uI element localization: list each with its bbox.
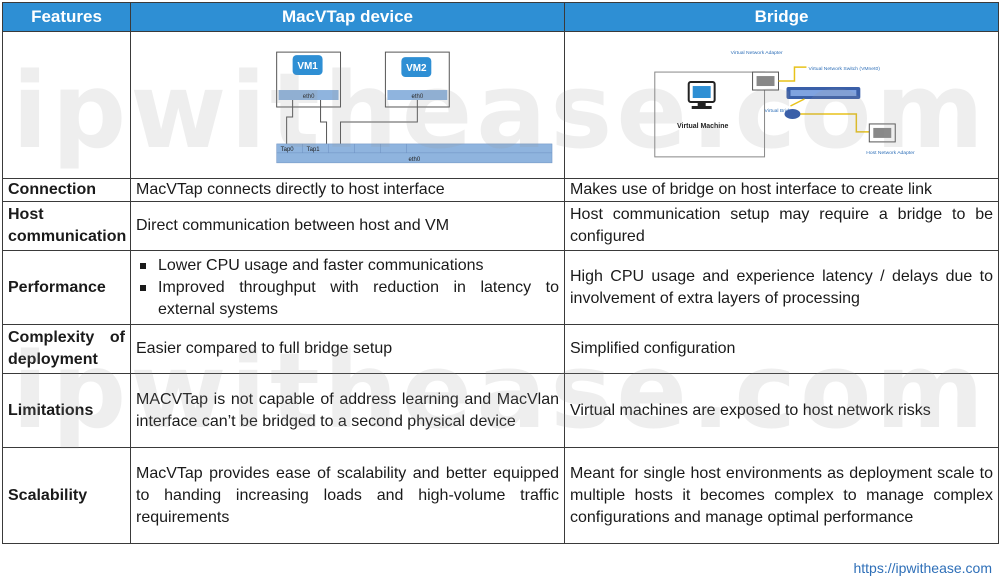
vm-screen-icon: [692, 86, 711, 99]
vm-stand-icon: [697, 101, 706, 106]
macvtap-diagram: VM1 VM2 eth0 eth0 Tap0 Tap1 eth0: [276, 51, 553, 164]
bridge-scalability: Meant for single host environments as de…: [564, 447, 999, 544]
bridge-diagram-cell: Virtual Machine Virtual Network Adapter …: [564, 31, 999, 179]
tap1-label: Tap1: [307, 147, 321, 153]
bridge-to-host-link: [800, 113, 870, 133]
diagram-empty-cell: [2, 31, 131, 179]
vm-base-icon: [691, 105, 712, 109]
row-host-communication: Host communication Direct communication …: [2, 201, 999, 251]
comparison-table: Features MacVTap device Bridge VM1 VM2 e…: [2, 2, 999, 544]
vm2-eth0-label: eth0: [412, 94, 424, 100]
host-nic-chip-icon: [873, 127, 892, 138]
vm1-eth0-bar: [278, 90, 339, 101]
macvtap-diagram-cell: VM1 VM2 eth0 eth0 Tap0 Tap1 eth0: [130, 31, 565, 179]
vm1-eth0-label: eth0: [303, 94, 315, 100]
list-item: Lower CPU usage and faster communication…: [140, 255, 559, 277]
bridge-limitations: Virtual machines are exposed to host net…: [564, 373, 999, 448]
bridge-complexity: Simplified configuration: [564, 324, 999, 374]
vm2-label: VM2: [406, 63, 427, 74]
row-limitations: Limitations MACVTap is not capable of ad…: [2, 373, 999, 448]
row-complexity: Complexity of deployment Easier compared…: [2, 324, 999, 374]
tap0-label: Tap0: [281, 147, 295, 153]
vm2-eth0-bar: [387, 90, 448, 101]
list-item: Improved throughput with reduction in la…: [140, 277, 559, 321]
feature-scalability: Scalability: [2, 447, 131, 544]
switch-to-bridge-link: [790, 98, 805, 107]
diagram-row: VM1 VM2 eth0 eth0 Tap0 Tap1 eth0: [2, 31, 999, 179]
vm1-label: VM1: [297, 61, 318, 72]
performance-bullet-list: Lower CPU usage and faster communication…: [136, 255, 559, 321]
virtual-switch-ports-icon: [790, 90, 857, 97]
header-bridge: Bridge: [564, 2, 999, 32]
virtual-bridge-icon: [784, 108, 801, 119]
macvtap-complexity: Easier compared to full bridge setup: [130, 324, 565, 374]
virtual-nic-chip-icon: [756, 76, 775, 87]
header-features: Features: [2, 2, 131, 32]
row-scalability: Scalability MacVTap provides ease of sca…: [2, 447, 999, 544]
footer-url[interactable]: https://ipwithease.com: [853, 560, 992, 576]
row-connection: Connection MacVTap connects directly to …: [2, 178, 999, 202]
feature-complexity: Complexity of deployment: [2, 324, 131, 374]
header-macvtap: MacVTap device: [130, 2, 565, 32]
host-network-adapter-label: Host Network Adapter: [866, 150, 915, 156]
macvtap-scalability: MacVTap provides ease of scalability and…: [130, 447, 565, 544]
vm1-link: [286, 100, 294, 144]
vm2-link: [340, 100, 418, 144]
feature-connection: Connection: [2, 178, 131, 202]
macvtap-performance: Lower CPU usage and faster communication…: [130, 250, 565, 325]
bridge-host-communication: Host communication setup may require a b…: [564, 201, 999, 251]
feature-performance: Performance: [2, 250, 131, 325]
virtual-network-switch-label: Virtual Network Switch (VMnet0): [808, 66, 880, 72]
macvtap-host-communication: Direct communication between host and VM: [130, 201, 565, 251]
virtual-bridge-label: Virtual Bridge: [765, 108, 795, 114]
bridge-diagram: Virtual Machine Virtual Network Adapter …: [654, 50, 915, 158]
host-nic-bar: [276, 143, 553, 164]
macvtap-limitations: MACVTap is not capable of address learni…: [130, 373, 565, 448]
row-performance: Performance Lower CPU usage and faster c…: [2, 250, 999, 325]
feature-limitations: Limitations: [2, 373, 131, 448]
vm1-box: [292, 55, 323, 76]
feature-host-communication: Host communication: [2, 201, 131, 251]
virtual-network-adapter-label: Virtual Network Adapter: [731, 50, 783, 56]
vm1-link-b: [320, 100, 328, 144]
virtual-machine-frame: [654, 71, 766, 158]
header-row: Features MacVTap device Bridge: [2, 2, 999, 32]
nic-to-switch-link: [778, 66, 807, 82]
host-eth0-label: eth0: [409, 157, 421, 163]
macvtap-connection: MacVTap connects directly to host interf…: [130, 178, 565, 202]
bridge-performance: High CPU usage and experience latency / …: [564, 250, 999, 325]
vm2-box: [401, 57, 432, 78]
virtual-machine-label: Virtual Machine: [677, 123, 729, 130]
bridge-connection: Makes use of bridge on host interface to…: [564, 178, 999, 202]
